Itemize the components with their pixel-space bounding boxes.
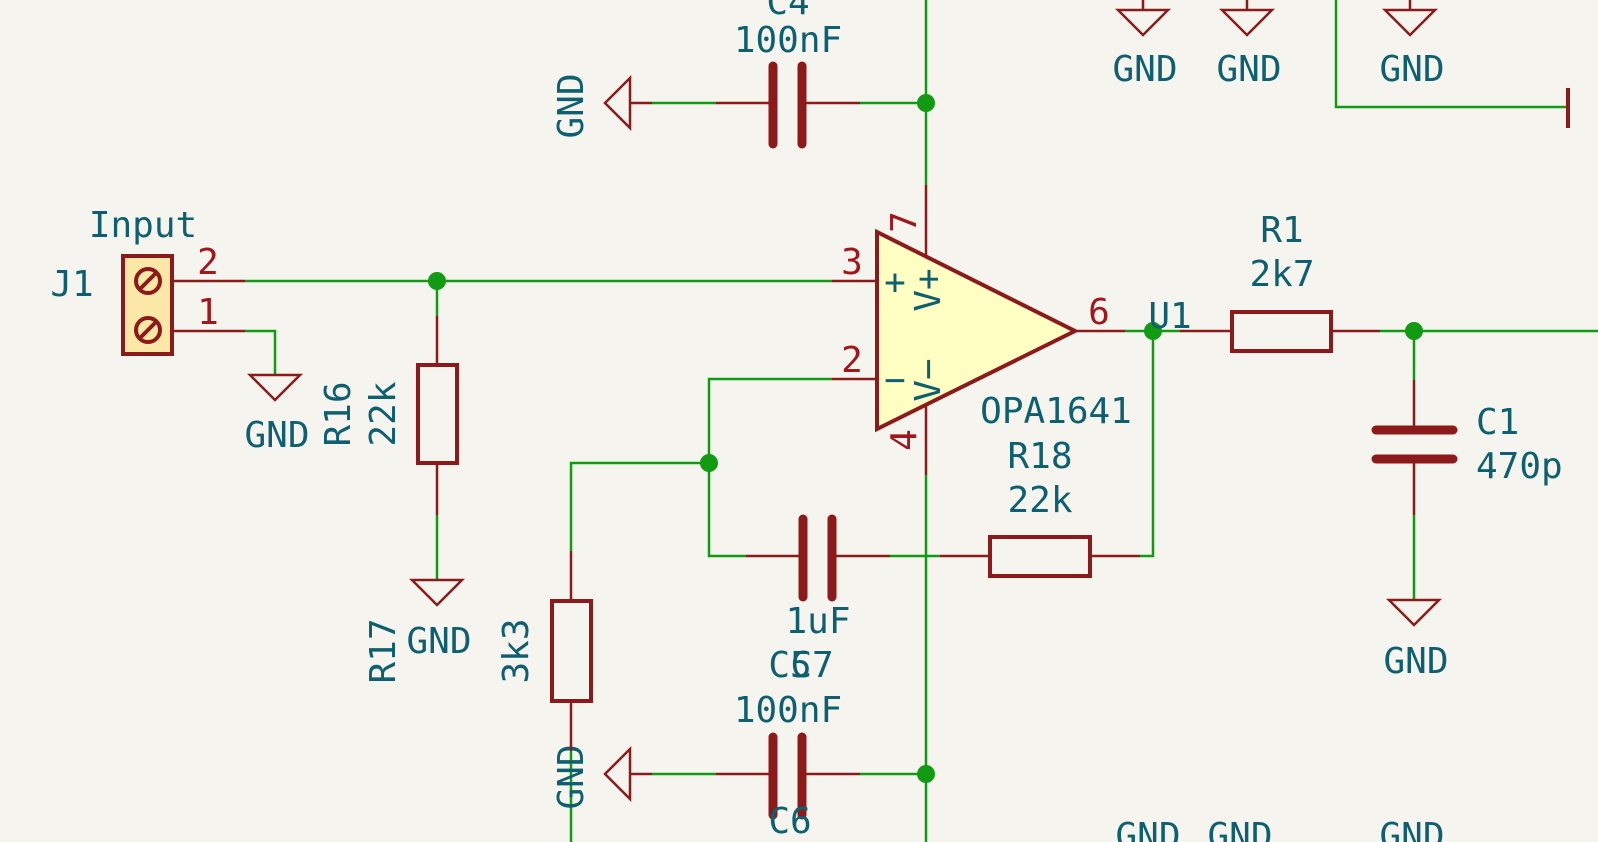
svg-text:GND: GND — [1379, 816, 1444, 842]
gnd-symbols: GND GND GND GND GND GND GND — [244, 0, 1449, 842]
opamp-triangle-icon — [875, 228, 1080, 433]
r1-value: 2k7 — [1249, 254, 1314, 295]
svg-text:GND: GND — [244, 415, 309, 456]
svg-text:GND: GND — [1112, 49, 1177, 90]
u1-value: OPA1641 — [980, 391, 1132, 432]
gnd-symbol[interactable]: GND — [1379, 0, 1445, 90]
j1-ref: J1 — [50, 264, 93, 305]
c4-value: 100nF — [734, 20, 842, 61]
gnd-symbol[interactable]: GND — [406, 578, 472, 662]
resistor-r16[interactable]: R16 22k — [318, 316, 459, 515]
capacitor-c7[interactable]: 1uF C7 — [746, 514, 890, 686]
c1-value: 470p — [1476, 446, 1563, 487]
wire-r17-top — [569, 461, 709, 551]
opamp-vminus-label: V− — [908, 358, 949, 401]
junction-dot — [1405, 322, 1423, 340]
capacitor-c5[interactable]: C5 100nF C6 — [716, 645, 860, 842]
r16-value: 22k — [363, 381, 404, 446]
opamp-u1[interactable]: + − V+ V− 3 2 6 7 4 U1 OPA1641 — [832, 185, 1192, 475]
gnd-symbol[interactable]: GND — [1379, 816, 1444, 842]
screw-terminal-icon — [134, 267, 162, 295]
c7-value: 1uF — [785, 601, 850, 642]
u1-pin-in-minus: 2 — [841, 340, 863, 381]
wires — [245, 0, 1598, 842]
r1-ref: R1 — [1260, 210, 1303, 251]
r18-value: 22k — [1007, 480, 1072, 521]
wire-top-right-net — [1334, 0, 1568, 109]
opamp-plus-symbol: + — [884, 262, 906, 303]
gnd-symbol[interactable]: GND — [244, 373, 310, 456]
u1-pin-vminus: 4 — [884, 429, 925, 451]
j1-pin-2: 2 — [197, 242, 219, 283]
junction-dot — [917, 94, 935, 112]
c5-ref: C5 — [768, 645, 811, 686]
resistor-r18[interactable]: R18 22k — [940, 436, 1140, 578]
u1-pin-out: 6 — [1088, 292, 1110, 333]
capacitor-c4[interactable]: C4 100nF — [716, 0, 860, 149]
opamp-minus-symbol: − — [884, 360, 906, 401]
svg-text:GND: GND — [1379, 49, 1444, 90]
svg-text:GND: GND — [1115, 816, 1180, 842]
junctions — [428, 94, 1423, 783]
junction-dot — [1144, 322, 1162, 340]
c6-ref: C6 — [768, 801, 811, 842]
r17-ref: R17 — [363, 618, 404, 683]
r18-ref: R18 — [1007, 436, 1072, 477]
u1-pin-vplus: 7 — [884, 211, 925, 233]
gnd-symbol[interactable]: GND — [1115, 816, 1180, 842]
opamp-vplus-label: V+ — [908, 268, 949, 311]
svg-text:GND: GND — [551, 744, 592, 809]
svg-text:GND: GND — [406, 621, 471, 662]
j1-value: Input — [89, 205, 197, 246]
r16-ref: R16 — [318, 381, 359, 446]
gnd-symbol[interactable]: GND — [1383, 598, 1449, 682]
gnd-symbol[interactable]: GND — [551, 744, 652, 810]
j1-body — [121, 254, 174, 356]
junction-dot — [700, 454, 718, 472]
svg-text:GND: GND — [1207, 816, 1272, 842]
gnd-symbol[interactable]: GND — [551, 73, 652, 139]
j1-pin-1: 1 — [197, 292, 219, 333]
svg-text:GND: GND — [1383, 641, 1448, 682]
screw-terminal-icon — [134, 316, 162, 344]
wire-r18-output — [1140, 331, 1155, 558]
svg-text:GND: GND — [551, 73, 592, 138]
junction-dot — [917, 765, 935, 783]
c4-ref: C4 — [766, 0, 809, 23]
wire-inv-input — [707, 377, 832, 558]
junction-dot — [428, 272, 446, 290]
c7-ref: C7 — [790, 645, 833, 686]
wire-j1-gnd — [245, 329, 277, 375]
u1-pin-in-plus: 3 — [841, 242, 863, 283]
c5-value: 100nF — [734, 690, 842, 731]
resistor-r17[interactable]: R17 3k3 — [363, 551, 593, 751]
gnd-symbol[interactable]: GND — [1112, 0, 1178, 90]
r17-value: 3k3 — [496, 618, 537, 683]
resistor-r1[interactable]: R1 2k7 — [1180, 210, 1380, 353]
c1-ref: C1 — [1476, 402, 1519, 443]
gnd-symbol[interactable]: GND — [1207, 816, 1272, 842]
connector-j1[interactable]: 2 1 J1 Input — [50, 205, 245, 356]
gnd-symbol[interactable]: GND — [1216, 0, 1282, 90]
svg-text:GND: GND — [1216, 49, 1281, 90]
capacitor-c1[interactable]: C1 470p — [1371, 380, 1563, 515]
